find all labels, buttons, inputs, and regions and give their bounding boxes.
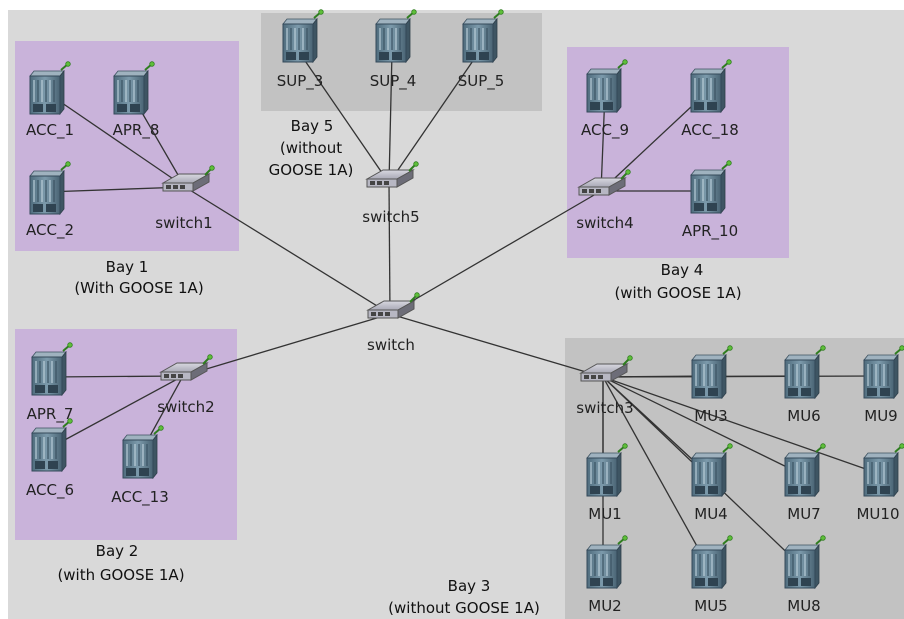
device-SUP_3[interactable]: SUP_3	[277, 8, 325, 91]
device-label: MU8	[787, 597, 820, 615]
bay-title: Bay 2	[96, 542, 139, 560]
device-MU4[interactable]: MU4	[691, 442, 734, 523]
bay2-label: Bay 2 (with GOOSE 1A)	[57, 542, 184, 584]
bay-subtitle-line1: (without	[280, 139, 342, 157]
link-switch3-MU10	[602, 376, 881, 475]
device-MU1[interactable]: MU1	[586, 442, 629, 523]
device-APR_10[interactable]: APR_10	[682, 159, 738, 241]
device-MU2[interactable]: MU2	[586, 534, 629, 615]
link-switch3-MU9	[602, 375, 881, 378]
switch1-label: switch1	[155, 214, 212, 232]
device-label: ACC_9	[581, 121, 629, 140]
device-ACC_1[interactable]: ACC_1	[26, 60, 74, 140]
device-label: MU10	[856, 505, 899, 523]
device-ACC_13[interactable]: ACC_13	[111, 424, 169, 507]
device-label: SUP_3	[277, 72, 324, 91]
link-switch-switch3	[389, 313, 604, 378]
bay-title: Bay 4	[661, 261, 704, 279]
device-MU7[interactable]: MU7	[784, 442, 827, 523]
link-switch-switch2	[182, 313, 391, 377]
bay3-region	[565, 338, 904, 619]
link-switch3-MU7	[602, 376, 802, 475]
device-MU10[interactable]: MU10	[856, 442, 904, 523]
device-label: MU7	[787, 505, 820, 523]
device-label: APR_7	[27, 405, 74, 424]
device-MU5[interactable]: MU5	[691, 534, 734, 615]
bay3-label: Bay 3 (without GOOSE 1A)	[388, 577, 540, 617]
bay-subtitle: (without GOOSE 1A)	[388, 599, 540, 617]
bay-subtitle-line2: GOOSE 1A)	[269, 161, 354, 179]
device-SUP_5[interactable]: SUP_5	[458, 8, 505, 91]
device-ACC_6[interactable]: ACC_6	[26, 417, 74, 500]
device-MU9[interactable]: MU9	[863, 344, 904, 425]
device-ACC_9[interactable]: ACC_9	[581, 58, 629, 140]
device-label: ACC_13	[111, 488, 169, 507]
switch5[interactable]: switch5	[362, 160, 420, 226]
bay-title: Bay 1	[106, 258, 149, 276]
link-switch5-SUP_5	[388, 51, 480, 184]
switch4[interactable]: switch4	[576, 168, 634, 232]
link-switch-switch1	[184, 186, 391, 315]
link-switch5-SUP_4	[388, 51, 393, 184]
link-switch4-ACC_18	[600, 91, 708, 192]
device-MU8[interactable]: MU8	[784, 534, 827, 615]
device-label: MU3	[694, 407, 727, 425]
switch4-label: switch4	[576, 214, 633, 232]
bay-title: Bay 5	[291, 117, 334, 135]
device-label: ACC_2	[26, 221, 74, 240]
switch3[interactable]: switch3	[576, 354, 634, 417]
bay1-label: Bay 1 (With GOOSE 1A)	[74, 258, 203, 297]
device-label: MU5	[694, 597, 727, 615]
link-switch-switch4	[389, 190, 602, 315]
device-label: ACC_18	[681, 121, 739, 140]
bay5-label: Bay 5 (without GOOSE 1A)	[269, 117, 354, 179]
device-label: APR_8	[113, 121, 160, 140]
link-switch-switch5	[388, 182, 391, 315]
device-label: SUP_5	[458, 72, 505, 91]
device-label: SUP_4	[370, 72, 417, 91]
device-label: APR_10	[682, 222, 738, 241]
switch-core[interactable]: switch	[367, 291, 421, 354]
switch3-label: switch3	[576, 399, 633, 417]
bay-title: Bay 3	[448, 577, 491, 595]
link-switch1-ACC_1	[45, 91, 186, 188]
device-label: MU9	[864, 407, 897, 425]
device-label: ACC_6	[26, 481, 74, 500]
bay-subtitle: (with GOOSE 1A)	[614, 284, 741, 302]
device-ACC_18[interactable]: ACC_18	[681, 58, 739, 140]
device-label: MU6	[787, 407, 820, 425]
device-label: MU4	[694, 505, 727, 523]
switch2-label: switch2	[157, 398, 214, 416]
switch-core-label: switch	[367, 336, 415, 354]
switch5-label: switch5	[362, 208, 419, 226]
device-ACC_2[interactable]: ACC_2	[26, 160, 74, 240]
device-label: MU1	[588, 505, 621, 523]
switch1[interactable]: switch1	[155, 164, 216, 232]
bay4-label: Bay 4 (with GOOSE 1A)	[614, 261, 741, 302]
switch2[interactable]: switch2	[157, 353, 215, 416]
device-APR_7[interactable]: APR_7	[27, 341, 74, 424]
device-SUP_4[interactable]: SUP_4	[370, 8, 418, 91]
link-switch2-ACC_6	[47, 375, 184, 450]
device-MU3[interactable]: MU3	[691, 344, 734, 425]
device-label: MU2	[588, 597, 621, 615]
device-MU6[interactable]: MU6	[784, 344, 827, 425]
bay-subtitle: (With GOOSE 1A)	[74, 279, 203, 297]
link-switch5-SUP_3	[298, 51, 390, 184]
device-APR_8[interactable]: APR_8	[113, 60, 160, 140]
device-label: ACC_1	[26, 121, 74, 140]
bay-subtitle: (with GOOSE 1A)	[57, 566, 184, 584]
link-switch3-MU5	[602, 376, 709, 567]
link-switch1-ACC_2	[45, 186, 186, 193]
